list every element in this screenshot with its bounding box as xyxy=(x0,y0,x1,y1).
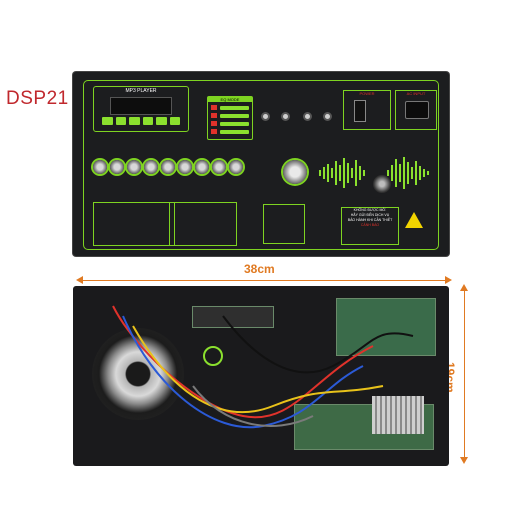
delay-knob xyxy=(110,160,124,174)
eq-led xyxy=(211,105,217,110)
control-knob-row xyxy=(93,160,289,178)
reverb-knob xyxy=(373,175,391,193)
eq-mode-button xyxy=(220,113,249,118)
eq-mode-section: EQ MODE xyxy=(207,96,253,140)
caution-title: CẢNH BÁO xyxy=(360,223,380,227)
ac-socket xyxy=(405,101,429,119)
mic-treble-knob xyxy=(161,160,175,174)
bass-knob xyxy=(127,160,141,174)
main-circuit-board xyxy=(336,298,436,356)
front-panel: MP3 PLAYER EQ MODE POWER AC INPUT xyxy=(73,72,449,256)
mic1-jack xyxy=(303,112,312,121)
ac-input-label: AC INPUT xyxy=(406,91,426,96)
mp3-buttons xyxy=(102,117,180,125)
height-dimension-line xyxy=(460,284,468,464)
mp3-button xyxy=(129,117,140,125)
echo-knob xyxy=(93,160,107,174)
eq-led xyxy=(211,113,217,118)
dc-input-section xyxy=(169,202,237,246)
input-jacks xyxy=(257,102,335,124)
volume-knob xyxy=(283,160,307,184)
eq-mode-row xyxy=(211,121,249,126)
sound-wave-graphic xyxy=(319,157,429,189)
sub-volume-knob xyxy=(195,160,209,174)
eq-mode-title: EQ MODE xyxy=(208,97,252,102)
ac-input-section: AC INPUT xyxy=(395,90,437,130)
eq-mode-button xyxy=(220,129,249,134)
width-dimension-line xyxy=(76,276,452,284)
warning-line: HÃY GỬI ĐẾN DỊCH VỤ xyxy=(350,213,390,217)
mp3-button xyxy=(115,117,126,125)
mic-volume-knob xyxy=(178,160,192,174)
mic-bass-knob xyxy=(144,160,158,174)
eq-mode-row xyxy=(211,105,249,110)
eq-mode-row xyxy=(211,129,249,134)
mp3-button xyxy=(169,117,180,125)
eq-mode-button xyxy=(220,105,249,110)
eq-led xyxy=(211,129,217,134)
power-switch xyxy=(354,100,366,122)
guitar1-jack xyxy=(261,112,270,121)
high-voltage-warning-icon xyxy=(405,212,423,228)
guitar2-jack xyxy=(281,112,290,121)
audio-io-section xyxy=(263,204,305,244)
warning-line: KHÔNG ĐƯỢC MỞ. xyxy=(353,208,387,212)
power-label: POWER xyxy=(359,91,375,96)
width-dimension-label: 38cm xyxy=(244,262,275,276)
switch-section xyxy=(93,202,175,246)
eq-mode-button xyxy=(220,121,249,126)
bass-knob-2 xyxy=(212,160,226,174)
heatsink xyxy=(372,396,424,434)
mp3-button xyxy=(156,117,167,125)
eq-mode-row xyxy=(211,113,249,118)
mp3-button xyxy=(142,117,153,125)
mic2-jack xyxy=(323,112,332,121)
warning-line: BẢO HÀNH KHI CẦN THIẾT xyxy=(347,218,393,222)
mp3-button xyxy=(102,117,113,125)
treble-knob xyxy=(229,160,243,174)
mp3-player-module: MP3 PLAYER xyxy=(93,86,189,132)
power-switch-section: POWER xyxy=(343,90,391,130)
model-label: DSP21 xyxy=(6,88,69,109)
warning-box: KHÔNG ĐƯỢC MỞ. HÃY GỬI ĐẾN DỊCH VỤ BẢO H… xyxy=(341,207,399,245)
panel-frame xyxy=(83,80,439,250)
mp3-display xyxy=(110,97,172,115)
mp3-player-title: MP3 PLAYER xyxy=(125,88,157,94)
eq-led xyxy=(211,121,217,126)
wiring-graphic xyxy=(112,305,414,429)
